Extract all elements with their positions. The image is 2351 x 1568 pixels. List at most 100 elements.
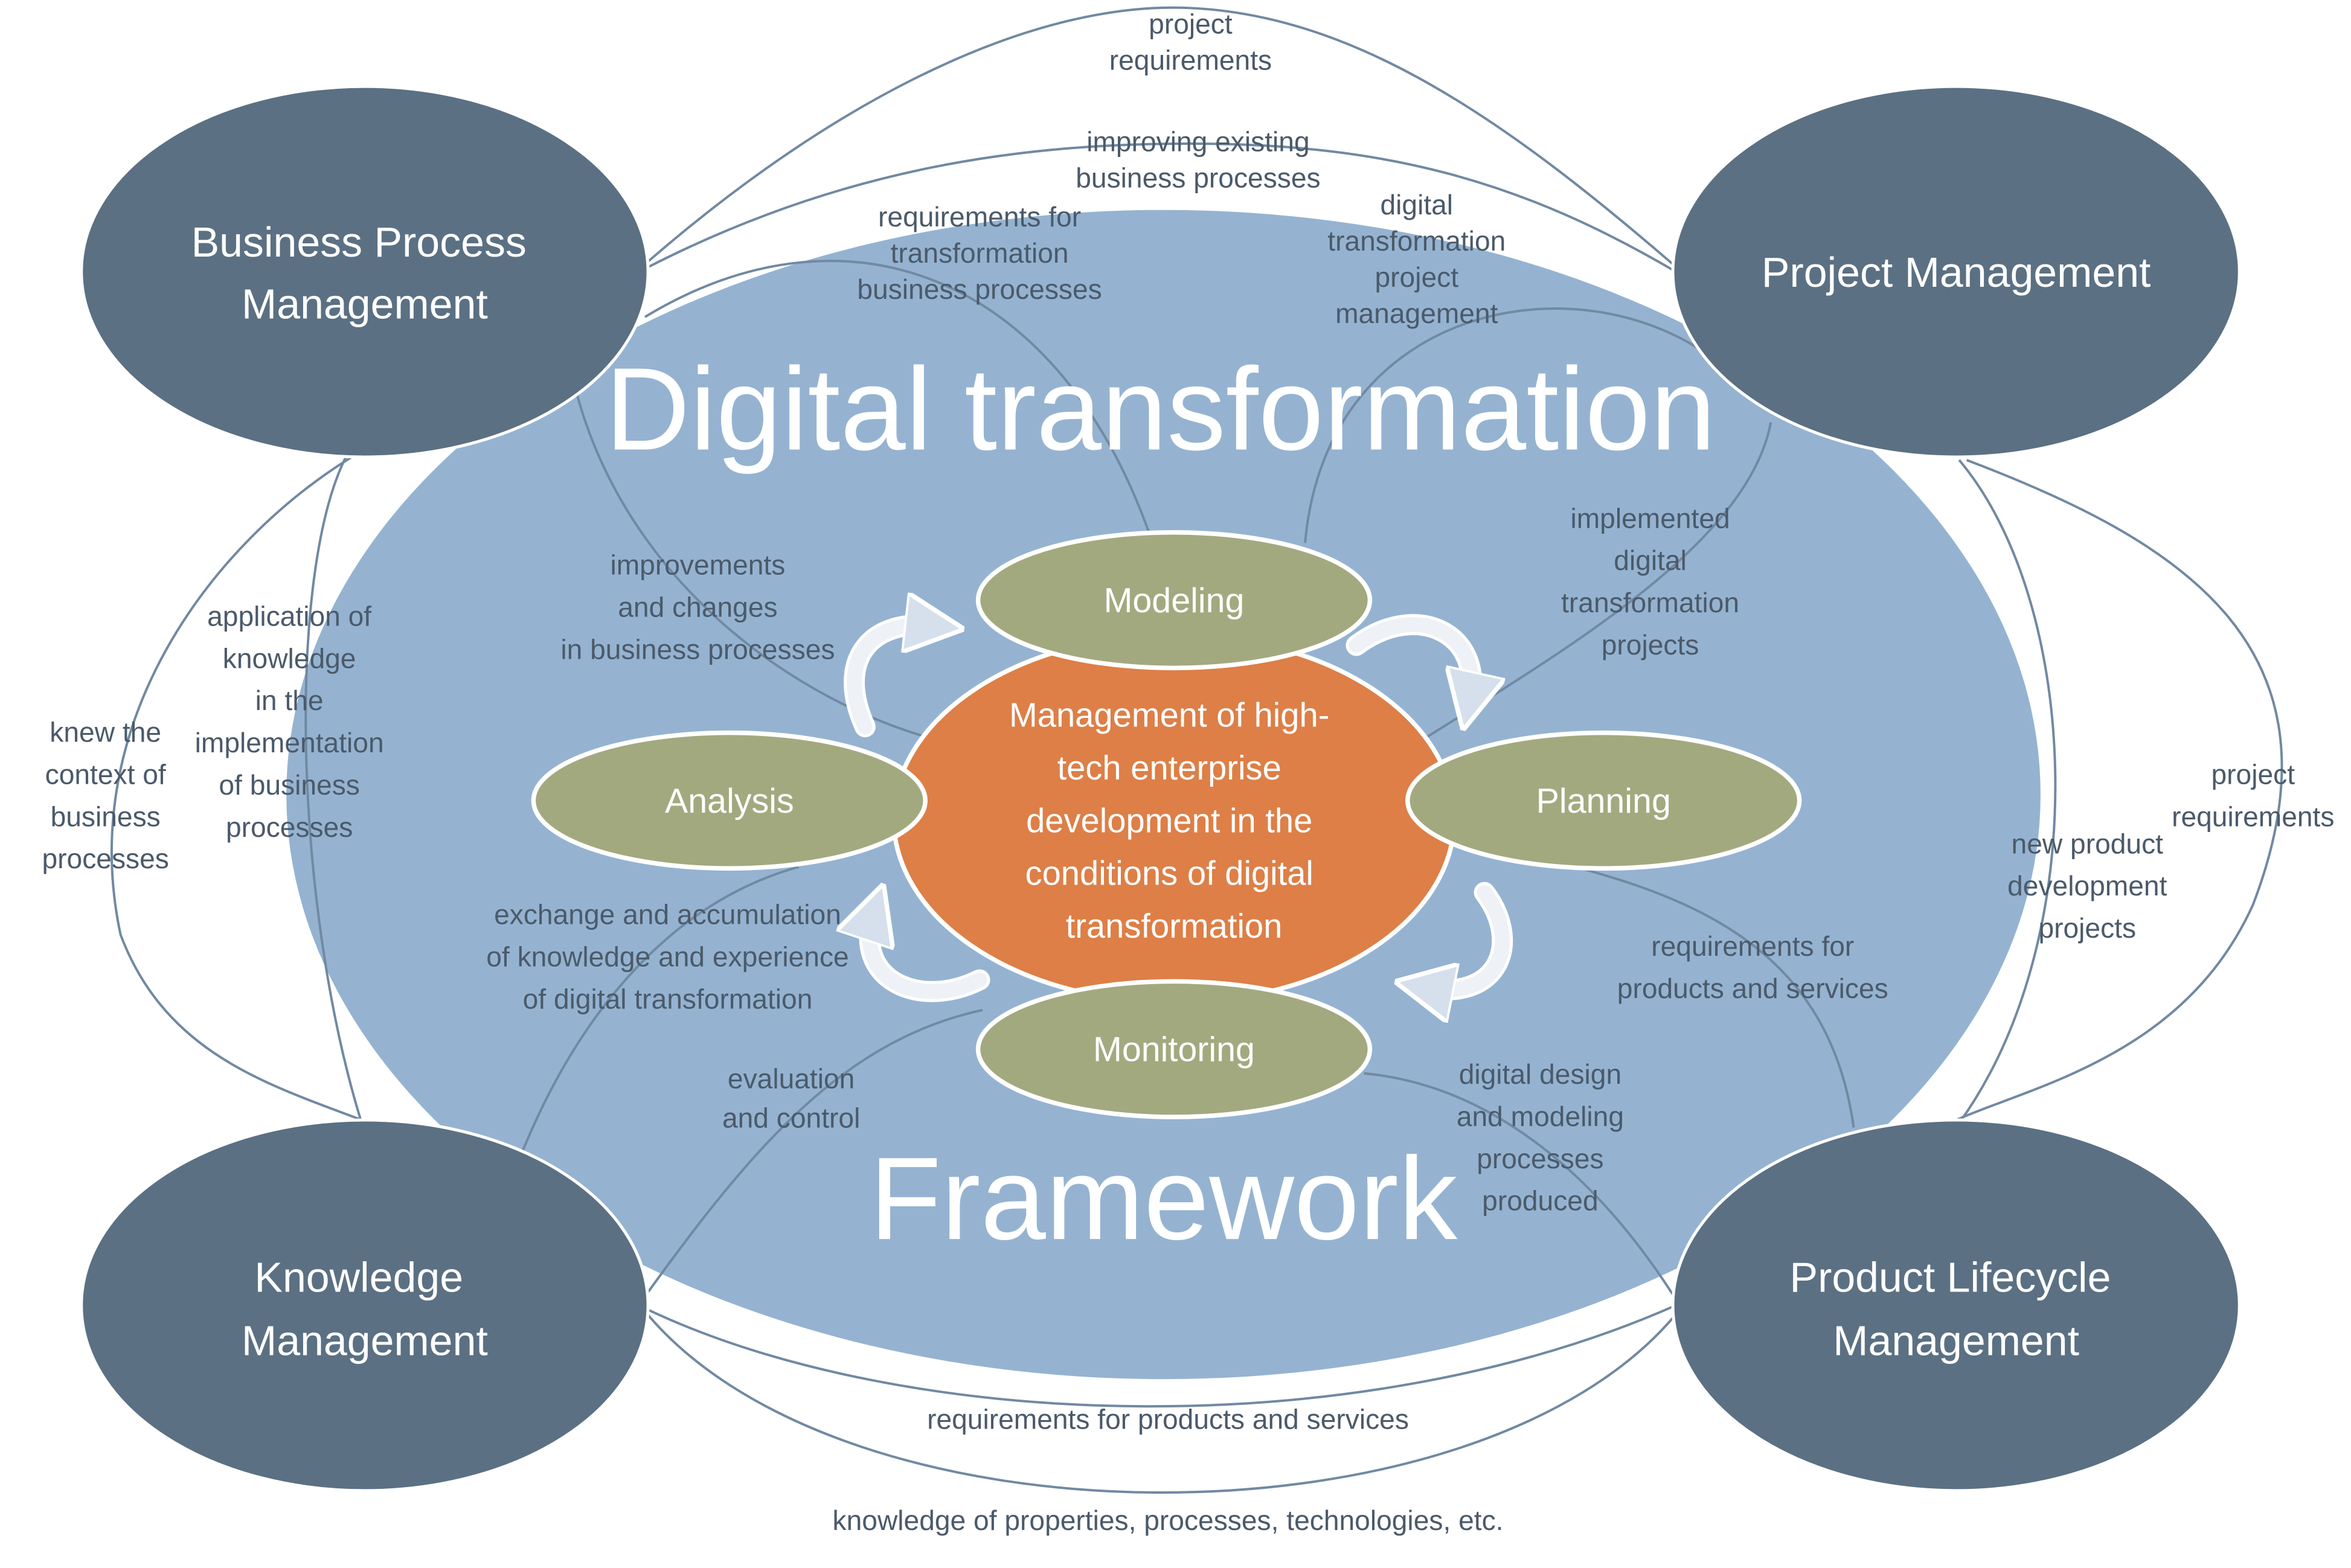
- stage-planning-label: Planning: [1536, 782, 1671, 821]
- arrow-analysis-to-modeling: [844, 625, 935, 738]
- center-text: Management of high- tech enterprise deve…: [1009, 696, 1339, 945]
- flow-label-knew-the-context: knew the context of business processes: [42, 717, 168, 875]
- cycle-arrows: [844, 614, 1513, 992]
- flow-label-line: implementation: [195, 727, 384, 758]
- arrow-modeling-to-planning: [1345, 614, 1472, 702]
- flow-label-line: digital design: [1459, 1058, 1621, 1090]
- link-bpm-km-outer: [111, 454, 362, 1121]
- area-bpm-label: Business Process Management: [191, 219, 539, 327]
- flow-label-line: project: [2211, 759, 2295, 790]
- flow-labels: project requirements improving existing bus…: [42, 8, 2334, 1536]
- flow-label-line: and control: [722, 1102, 860, 1133]
- flow-label-improving-existing-processes: improving existing business processes: [1076, 126, 1320, 193]
- flow-label-requirements-products-right: requirements for products and services: [1617, 930, 1888, 1004]
- flow-label-line: transformation: [891, 237, 1069, 269]
- area-product-lifecycle-management[interactable]: Product Lifecycle Management: [1671, 1118, 2241, 1493]
- flow-label-line: evaluation: [728, 1063, 855, 1095]
- flow-label-line: in the: [255, 685, 324, 716]
- stage-modeling-label: Modeling: [1104, 581, 1245, 620]
- flow-label-line: requirements: [2172, 801, 2334, 832]
- flow-label-project-requirements-right: project requirements: [2172, 759, 2334, 833]
- link-plm-planning: [1574, 865, 1855, 1128]
- link-pm-plm-inner: [1958, 459, 2057, 1124]
- stage-analysis-label: Analysis: [665, 782, 794, 821]
- flow-label-dt-project-management: digital transformation project management: [1327, 189, 1506, 329]
- area-plm-label: Product Lifecycle Management: [1789, 1253, 2122, 1364]
- link-pm-modeling: [1304, 307, 1719, 543]
- flow-label-new-product-projects: new product development projects: [2007, 828, 2167, 944]
- flow-label-line: produced: [1482, 1185, 1598, 1217]
- flow-label-line: new product: [2012, 828, 2164, 859]
- area-km-label: Knowledge Management: [242, 1253, 488, 1364]
- flow-label-line: of knowledge and experience: [486, 941, 848, 972]
- flow-label-requirements-products-bottom: requirements for products and services: [927, 1404, 1409, 1435]
- flow-label-line: implemented: [1570, 502, 1730, 534]
- flow-label-exchange-of-knowledge: exchange and accumulation of knowledge an…: [486, 899, 848, 1015]
- link-pm-plm-outer: [1955, 459, 2283, 1121]
- flow-label-implemented-dt-projects: implemented digital transformation projects: [1561, 502, 1739, 661]
- flow-label-evaluation-and-control: evaluation and control: [722, 1063, 860, 1134]
- flow-label-line: application of: [207, 600, 371, 632]
- flow-label-knowledge-of-properties: knowledge of properties, processes, tech…: [833, 1505, 1504, 1536]
- area-business-process-management[interactable]: Business Process Management: [80, 85, 650, 459]
- link-km-plm-outer: [644, 1310, 1677, 1494]
- flow-label-line: management: [1335, 298, 1498, 329]
- flow-label-line: improving existing: [1086, 126, 1309, 157]
- stage-monitoring-label: Monitoring: [1093, 1031, 1255, 1069]
- flow-label-line: project: [1375, 261, 1459, 293]
- flow-label-line: requirements for: [1651, 930, 1854, 962]
- stage-analysis[interactable]: Analysis: [531, 730, 928, 871]
- link-km-analysis: [519, 865, 800, 1159]
- flow-label-line: knowledge of properties, processes, tech…: [833, 1505, 1504, 1536]
- link-km-monitoring: [644, 1008, 983, 1298]
- stage-monitoring[interactable]: Monitoring: [975, 979, 1373, 1119]
- link-plm-monitoring: [1364, 1072, 1677, 1301]
- flow-label-line: processes: [42, 843, 168, 874]
- flow-label-line: processes: [226, 811, 353, 843]
- flow-label-line: of digital transformation: [523, 983, 813, 1014]
- flow-label-line: transformation: [1327, 225, 1506, 257]
- flow-label-line: transformation: [1561, 587, 1739, 618]
- flow-label-line: knew the: [50, 717, 161, 748]
- flow-label-line: exchange and accumulation: [494, 899, 841, 930]
- flow-label-line: requirements: [1109, 45, 1272, 76]
- flow-label-line: requirements for products and services: [927, 1404, 1409, 1435]
- flow-label-line: and changes: [618, 591, 777, 622]
- flow-label-line: context of: [45, 759, 166, 790]
- flow-label-line: projects: [2038, 912, 2136, 944]
- title-framework: Framework: [870, 1133, 1458, 1264]
- link-bpm-modeling: [644, 260, 1150, 531]
- flow-label-line: digital: [1380, 189, 1453, 220]
- flow-label-application-of-knowledge: application of knowledge in the implementat…: [195, 600, 384, 842]
- stage-planning[interactable]: Planning: [1405, 730, 1802, 871]
- flow-label-line: business: [51, 801, 161, 832]
- link-bpm-km-inner: [304, 455, 363, 1124]
- link-bpm-pm-inner: [644, 142, 1677, 273]
- flow-label-line: improvements: [610, 549, 785, 581]
- flow-label-line: projects: [1602, 629, 1699, 661]
- flow-label-line: processes: [1477, 1143, 1603, 1174]
- stage-modeling[interactable]: Modeling: [975, 530, 1373, 671]
- flow-label-line: development: [2007, 870, 2167, 901]
- flow-label-line: business processes: [1076, 162, 1320, 193]
- area-pm-label: Project Management: [1762, 249, 2151, 296]
- flow-label-digital-design-modeling: digital design and modeling processes produ…: [1457, 1058, 1624, 1217]
- arrow-planning-to-monitoring: [1424, 882, 1513, 990]
- area-knowledge-management[interactable]: Knowledge Management: [80, 1118, 650, 1493]
- flow-label-line: digital: [1614, 545, 1687, 576]
- connector-lines: [111, 6, 2283, 1494]
- flow-label-line: products and services: [1617, 973, 1888, 1004]
- flow-label-line: business processes: [857, 274, 1102, 305]
- center-node: Management of high- tech enterprise deve…: [891, 632, 1457, 1005]
- flow-label-line: and modeling: [1457, 1101, 1624, 1132]
- link-km-plm-inner: [644, 1304, 1676, 1408]
- area-project-management[interactable]: Project Management: [1671, 85, 2241, 459]
- link-bpm-pm-outer: [644, 6, 1674, 266]
- flow-label-requirements-transformation-processes: requirements for transformation business p…: [857, 201, 1102, 305]
- flow-label-line: knowledge: [223, 642, 356, 674]
- flow-label-line: of business: [219, 769, 360, 801]
- flow-label-line: requirements for: [878, 201, 1081, 232]
- title-digital-transformation: Digital transformation: [605, 344, 1716, 475]
